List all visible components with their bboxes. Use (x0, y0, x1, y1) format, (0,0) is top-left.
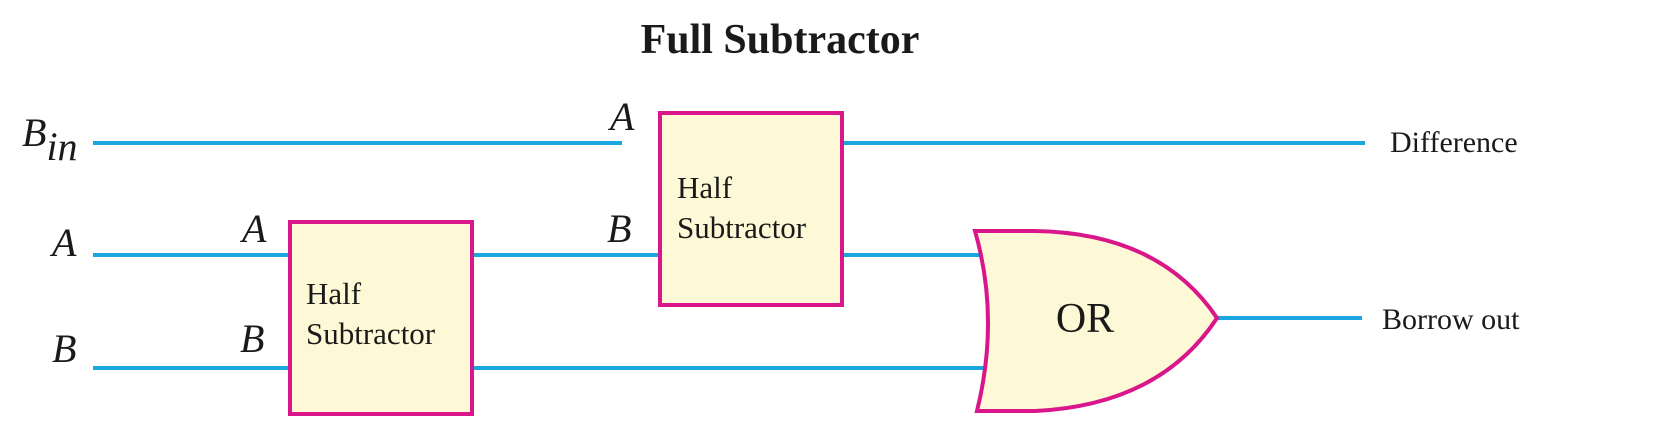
half-subtractor-2-input-b: B (607, 206, 631, 251)
half-subtractor-1-input-b: B (240, 316, 264, 361)
half-subtractor-1-block (288, 220, 474, 416)
input-label-bin: Bin (22, 110, 78, 169)
or-gate-shape (972, 229, 1220, 413)
half-subtractor-1-label-line1: Half (306, 276, 362, 311)
output-label-difference: Difference (1390, 126, 1518, 159)
or-gate-label: OR (1056, 296, 1114, 342)
half-subtractor-2-input-a: A (607, 94, 635, 139)
input-label-a: A (49, 220, 77, 265)
input-label-b: B (52, 326, 76, 371)
bin-subscript: in (46, 124, 77, 169)
half-subtractor-1: Half Subtractor A B (239, 206, 474, 416)
half-subtractor-2-label-line2: Subtractor (677, 210, 807, 245)
half-subtractor-2-label-line1: Half (677, 170, 733, 205)
bin-main: B (22, 110, 46, 155)
half-subtractor-2: Half Subtractor A B (607, 94, 844, 307)
half-subtractor-2-block (658, 111, 844, 307)
half-subtractor-1-label-line2: Subtractor (306, 316, 436, 351)
or-gate: OR (972, 229, 1220, 413)
output-label-borrow-out: Borrow out (1382, 303, 1520, 336)
diagram-title: Full Subtractor (641, 17, 920, 63)
half-subtractor-1-input-a: A (239, 206, 267, 251)
